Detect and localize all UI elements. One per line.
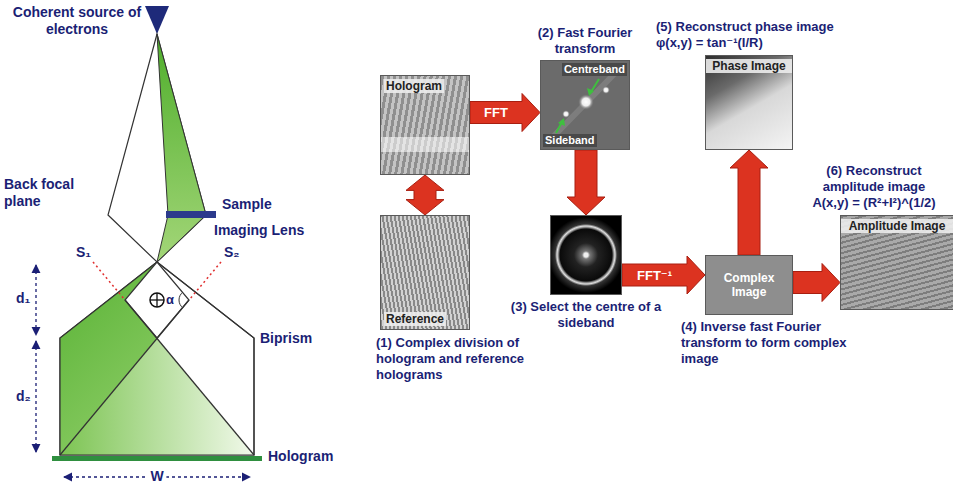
pointer-arrow: [591, 79, 599, 92]
diagram-label: S₂: [224, 244, 240, 261]
caption-group: (3) Select the centre of a sideband: [501, 299, 671, 331]
hologram-image: Hologram: [380, 75, 470, 175]
sample-bar: [166, 211, 216, 218]
formula: A(x,y) = (R²+I²)^(1/2): [797, 195, 951, 211]
biprism-region: [125, 262, 189, 338]
block-arrow: [470, 94, 540, 132]
block-arrow: [622, 256, 705, 294]
caption-group: (2) Fast Fourier transform: [520, 25, 650, 57]
biprism-wire: [150, 293, 164, 307]
pointer-arrowhead: [587, 88, 594, 96]
virtual-source-line: [93, 262, 125, 300]
diagram-label: Sample: [222, 196, 272, 213]
beam-envelope-outline: [60, 262, 254, 455]
diagram-label: S₁: [76, 244, 91, 261]
phase-image: (5) Reconstruct phase imageφ(x,y) = tan⁻…: [705, 55, 793, 150]
object-wave: [157, 34, 206, 262]
caption-group: (1) Complex division of hologram and ref…: [376, 335, 561, 383]
step-caption: (3) Select the centre of a sideband: [501, 299, 671, 331]
band-label: Sideband: [543, 134, 597, 147]
step-caption: (2) Fast Fourier transform: [520, 25, 650, 57]
step-caption: (4) Inverse fast Fourier transform to fo…: [681, 319, 881, 367]
diagram-label: d₂: [16, 388, 31, 405]
sideband-spot: [562, 110, 570, 118]
amplitude-image: (6) Reconstruct amplitude imageA(x,y) = …: [840, 215, 953, 310]
sideband-spot: [602, 86, 610, 94]
block-arrow: [793, 264, 840, 302]
virtual-source-line: [189, 262, 221, 300]
diagram-label: Coherent source of electrons: [12, 4, 142, 38]
angle-arc: [179, 292, 183, 308]
step-caption: (5) Reconstruct phase image: [656, 19, 896, 35]
diagram-label: Imaging Lens: [214, 222, 304, 239]
biprism-wire-cross: [156, 293, 157, 307]
block-arrow: [567, 150, 605, 215]
fft-streak: [548, 66, 622, 142]
image-title: Amplitude Image: [841, 219, 953, 233]
caption-group: (5) Reconstruct phase imageφ(x,y) = tan⁻…: [656, 19, 896, 51]
diagram-label: d₁: [16, 290, 30, 307]
diagram-label: Biprism: [260, 330, 312, 347]
beam-envelope: [60, 262, 254, 455]
centreband-spot: [578, 94, 594, 110]
reference-image: Reference(1) Complex division of hologra…: [380, 215, 470, 330]
fft-image: [540, 60, 630, 150]
arrow-label: FFT⁻¹: [636, 268, 673, 283]
image-title: Hologram: [384, 79, 444, 93]
deflected-ray: [125, 300, 254, 455]
image-title: Complex Image: [706, 271, 792, 299]
image-title: Reference: [384, 312, 446, 326]
arrow-label: FFT: [483, 105, 509, 120]
image-title: Phase Image: [706, 59, 792, 73]
complex-image: Complex Image(4) Inverse fast Fourier tr…: [705, 255, 793, 315]
dimension-arrow: [35, 341, 36, 452]
block-arrow: [406, 175, 444, 215]
object-wave-lower: [60, 262, 254, 455]
beam-outline: [108, 34, 206, 262]
dimension-arrow: [35, 265, 36, 335]
caption-group: (4) Inverse fast Fourier transform to fo…: [681, 319, 881, 367]
sideband-image: (3) Select the centre of a sideband: [550, 215, 622, 295]
diagram-label: α: [166, 291, 174, 308]
diagram-label: W: [147, 468, 166, 485]
hologram-plane: [52, 456, 262, 461]
formula: φ(x,y) = tan⁻¹(I/R): [656, 35, 896, 51]
electron-source: [145, 6, 169, 34]
block-arrow: [730, 150, 768, 255]
caption-group: (6) Reconstruct amplitude imageA(x,y) = …: [797, 163, 951, 211]
diagram-label: Back focal plane: [4, 176, 94, 210]
fft-image: (2) Fast Fourier transformCentrebandSide…: [540, 60, 630, 150]
overlap-region: [60, 338, 254, 455]
diagram-label: Hologram: [268, 448, 333, 465]
pointer-arrowhead: [558, 118, 565, 126]
deflected-ray: [60, 300, 189, 455]
step-caption: (6) Reconstruct amplitude image: [797, 163, 951, 195]
step-caption: (1) Complex division of hologram and ref…: [376, 335, 561, 383]
band-label: Centreband: [562, 63, 627, 76]
